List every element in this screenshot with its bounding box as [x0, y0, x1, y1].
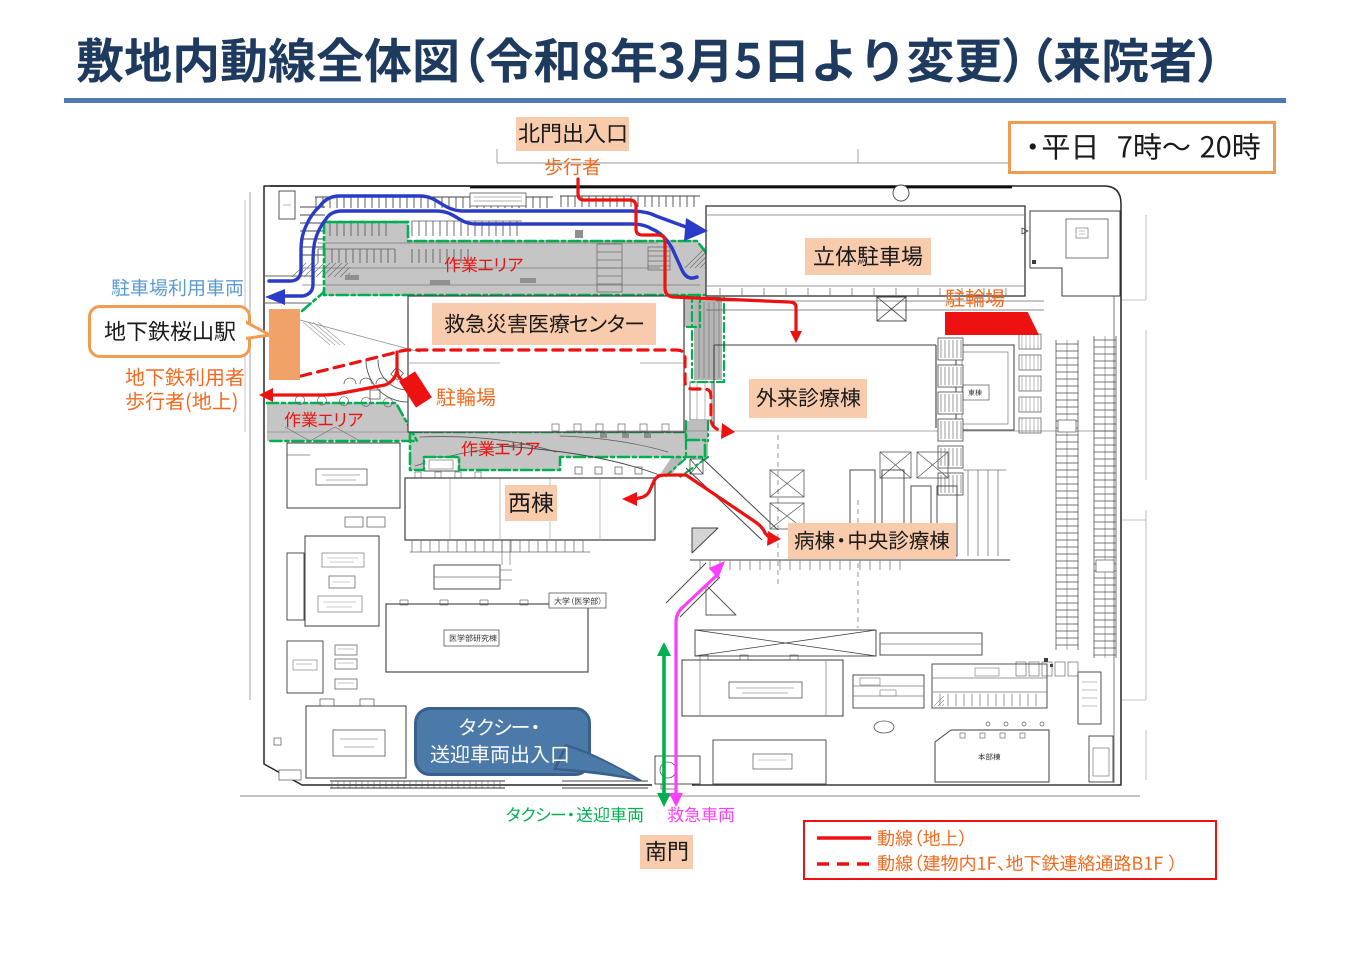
route-ground-west-branch [634, 473, 666, 501]
legend-solid-line-sample [817, 836, 871, 840]
small-label-med-research: 医学部研究棟 [449, 634, 497, 643]
taxi-callout-tail-icon [553, 744, 645, 782]
work-area-label-3: 作業エリア [461, 440, 540, 458]
south-gate-label: 南門 [640, 835, 693, 869]
route-ambulance [674, 574, 718, 798]
subway-station-callout: 地下鉄桜山駅 [88, 305, 251, 358]
taxi-callout-line1: タクシー・ [459, 717, 541, 738]
parking-vehicles-note: 駐車場利用車両 [111, 278, 244, 298]
small-label-headquarters: 本部棟 [978, 753, 1001, 761]
route-taxi-up-arrow-icon [657, 642, 671, 656]
legend: 動線（地上） 動線（建物内1F、地下鉄連絡通路B1F ） [803, 820, 1217, 880]
taxi-callout-line2: 送迎車両出入口 [430, 744, 570, 765]
bicycle-parking-area-ne [945, 312, 1039, 335]
subway-users-note-line2: 歩行者(地上) [125, 391, 239, 413]
legend-dashed-line-sample [817, 862, 871, 866]
subway-users-note-line1: 地下鉄利用者 [125, 367, 245, 388]
route-parking-vehicles-out-arrow-icon [265, 289, 285, 305]
building-label-parking-garage: 立体駐車場 [805, 238, 931, 275]
title-underline [64, 98, 1286, 103]
route-pedestrian-north-arrow-icon [790, 331, 802, 343]
route-ground-ward-arrow-icon [767, 531, 781, 546]
bicycle-parking-label-mid: 駐輪場 [436, 387, 496, 408]
route-ground-subway-west-arrow-icon [259, 388, 273, 402]
route-parking-vehicles-in [267, 194, 688, 283]
pedestrian-note: 歩行者 [544, 157, 601, 177]
taxi-route-note: タクシー・送迎車両 [506, 806, 644, 824]
route-pedestrian-north-gate [576, 177, 798, 333]
building-label-er-center: 救急災害医療センター [432, 303, 656, 345]
work-area-label-2: 作業エリア [284, 411, 363, 429]
route-ground-ward-branch [662, 473, 775, 540]
work-area-label-1: 作業エリア [444, 256, 523, 274]
small-label-east-wing: 東棟 [968, 389, 982, 396]
page-title: 敷地内動線全体図（令和8年3月5日より変更）（来院者） [76, 36, 1223, 87]
schedule-note: ・平日 7時～ 20時 [1008, 121, 1276, 174]
building-label-ward: 病棟・中央診療棟 [788, 523, 956, 559]
route-indoor-dashed [299, 348, 725, 432]
subway-station-marker [269, 309, 300, 380]
bicycle-parking-label-ne: 駐輪場 [945, 288, 1005, 309]
route-parking-vehicles-in-arrow-icon [684, 218, 708, 241]
route-ground-west-arrow-icon [622, 492, 637, 506]
route-parking-vehicles-out [282, 209, 699, 298]
north-gate-label: 北門出入口 [516, 117, 629, 151]
route-indoor-dashed-arrow-icon [721, 423, 735, 439]
route-ground-subway-west [270, 369, 399, 397]
route-ambulance-down-arrow-icon [669, 793, 683, 807]
legend-row-1-label: 動線（地上） [877, 829, 968, 848]
building-label-outpatient: 外来診療棟 [749, 379, 867, 418]
small-label-university: 大学（医学部） [554, 597, 603, 606]
ambulance-route-note: 救急車両 [667, 806, 735, 824]
legend-row-2-label: 動線（建物内1F、地下鉄連絡通路B1F ） [877, 854, 1178, 873]
route-taxi-down-arrow-icon [657, 793, 671, 807]
building-label-west-wing: 西棟 [505, 485, 557, 521]
callout-tail-icon [242, 318, 272, 341]
route-ambulance-up-arrow-icon [709, 561, 725, 579]
